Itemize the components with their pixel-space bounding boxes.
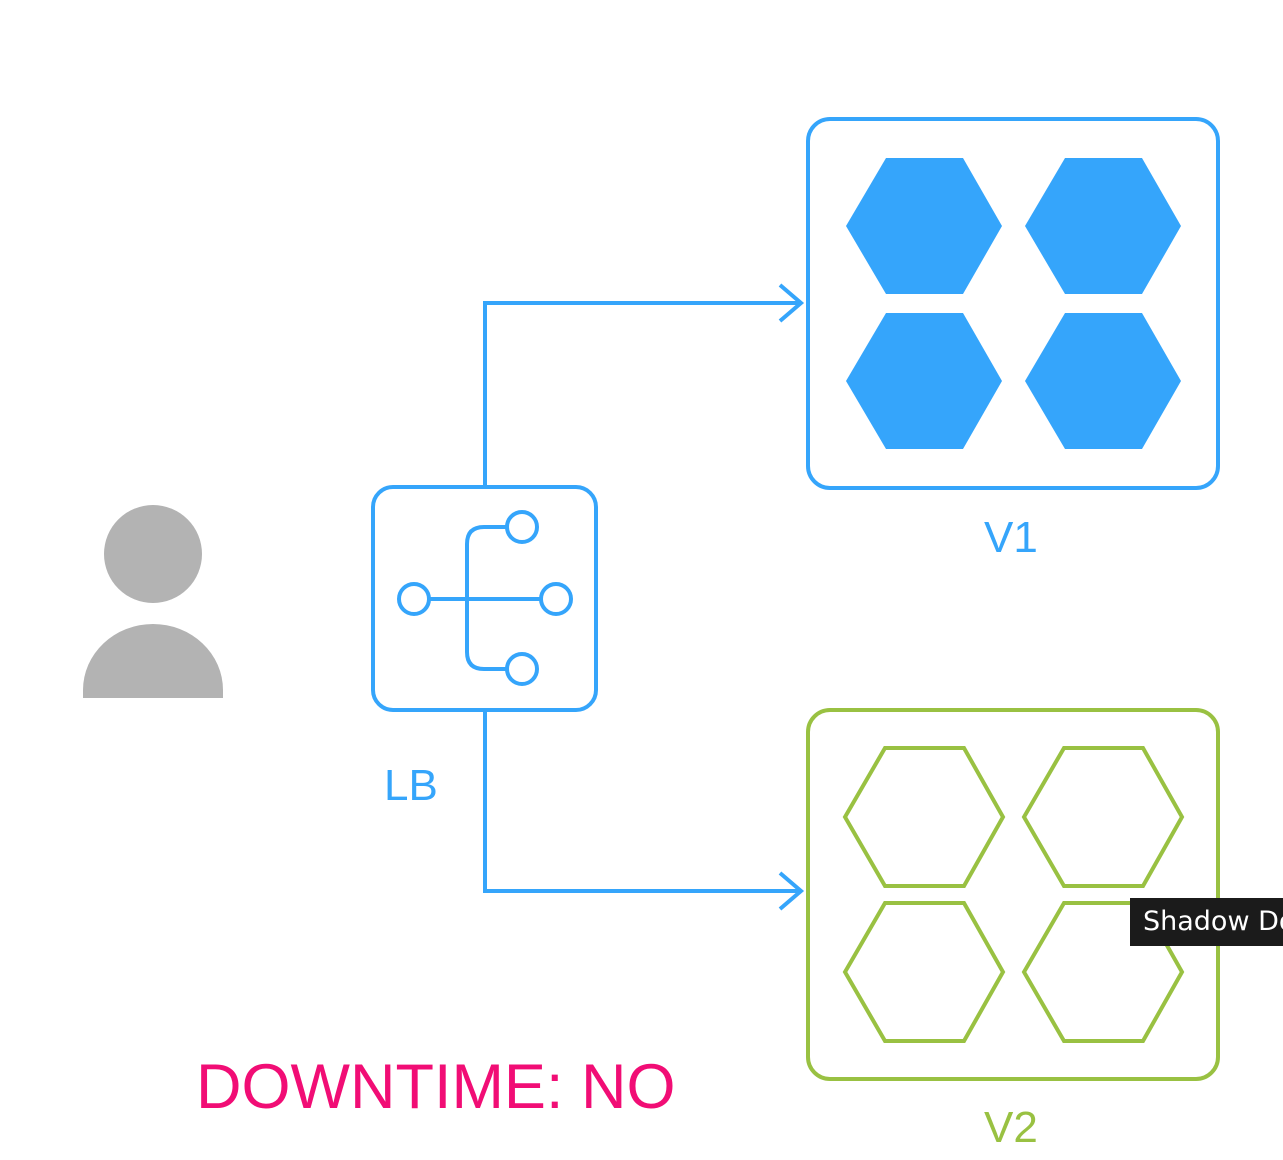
v2-instance	[1021, 746, 1185, 888]
lb-top-output-node	[505, 510, 539, 544]
lb-bottom-output-node	[505, 652, 539, 686]
v1-container[interactable]	[806, 117, 1220, 490]
v2-instance	[842, 746, 1006, 888]
lb-mid-output-node	[539, 582, 573, 616]
user-body	[83, 624, 223, 698]
user-head	[104, 505, 202, 603]
v1-group[interactable]	[806, 117, 1220, 490]
v2-label: V2	[984, 1103, 1038, 1152]
v1-instance	[846, 158, 1002, 294]
v2-group[interactable]	[806, 708, 1220, 1081]
v2-arrowhead	[778, 871, 805, 911]
lb-label: LB	[384, 761, 438, 810]
load-balancer-icon[interactable]	[371, 485, 598, 712]
downtime-status: DOWNTIME: NO	[196, 1052, 676, 1122]
tooltip: Shadow Do	[1130, 898, 1283, 946]
lb-to-v2-connector	[483, 710, 805, 911]
v1-instance	[846, 313, 1002, 449]
lb-input-node	[397, 582, 431, 616]
v1-arrowhead	[778, 283, 805, 323]
v1-label: V1	[984, 513, 1038, 562]
v2-instance	[1021, 901, 1185, 1043]
v1-instance	[1025, 313, 1181, 449]
lb-branch-line	[465, 525, 507, 671]
v2-instance	[842, 901, 1006, 1043]
v1-instance	[1025, 158, 1181, 294]
v2-container[interactable]	[806, 708, 1220, 1081]
user-icon	[83, 505, 223, 698]
lb-to-v1-connector	[483, 283, 805, 487]
